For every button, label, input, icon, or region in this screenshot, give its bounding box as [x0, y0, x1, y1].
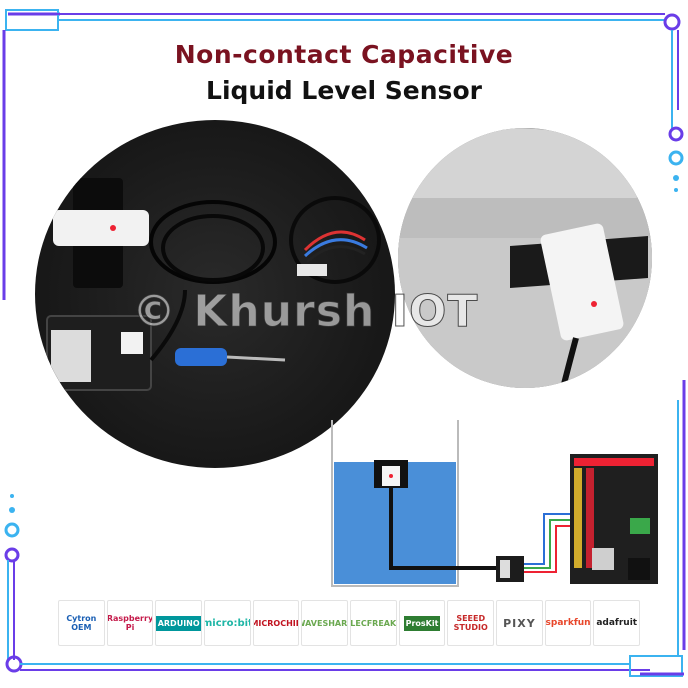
brand-logo: ELECFREAKS	[350, 600, 397, 646]
brand-logo: ARDUINO	[155, 600, 203, 646]
brand-logo: adafruit	[593, 600, 641, 646]
installation-photo	[398, 128, 652, 388]
brand-logo: WAVESHARE	[301, 600, 349, 646]
brand-logo: Cytron OEM	[58, 600, 105, 646]
watermark-text: © Khursh IOT	[131, 286, 479, 338]
brand-logo: Raspberry Pi	[106, 600, 154, 646]
compatible-brands-strip: Cytron OEM Raspberry Pi ARDUINO micro:bi…	[58, 600, 641, 646]
title-line-1: Non-contact Capacitive	[174, 40, 514, 69]
title-line-2: Liquid Level Sensor	[206, 76, 482, 105]
brand-logo: sparkfun	[544, 600, 592, 646]
brand-logo: MICROCHIP	[252, 600, 300, 646]
wiring-diagram	[331, 420, 658, 587]
product-kit-photo	[35, 120, 395, 468]
brand-logo: SEEED STUDIO	[447, 600, 495, 646]
brand-logo: PIXY	[496, 600, 543, 646]
brand-logo: micro:bit	[204, 600, 251, 646]
brand-logo: ProsKit	[398, 600, 446, 646]
